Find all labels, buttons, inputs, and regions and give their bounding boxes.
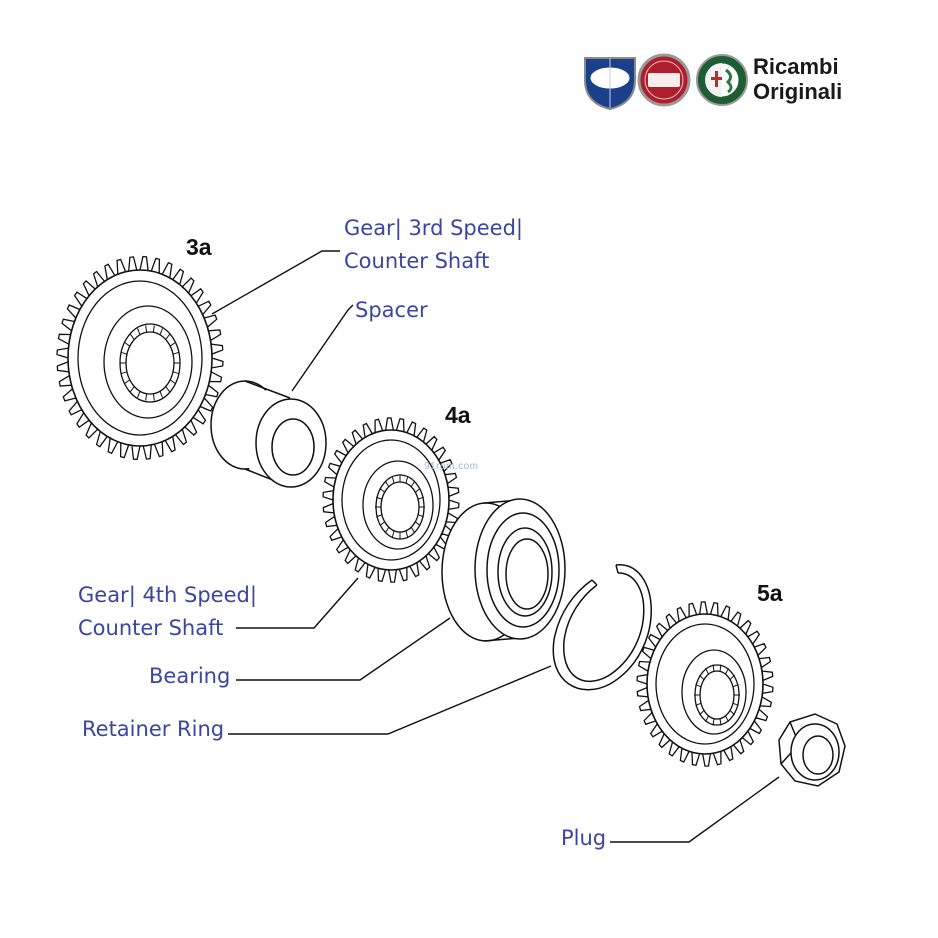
leader-line-plug (610, 776, 780, 843)
spline-tooth (384, 526, 390, 534)
alfa-romeo-roundel-logo (696, 54, 748, 106)
spline-tooth (124, 379, 131, 384)
spline-tooth (379, 521, 385, 527)
callout-gear-4th-line-2: Counter Shaft (78, 616, 224, 640)
spline-tooth (129, 386, 135, 392)
spline-tooth (159, 391, 163, 398)
spline-tooth (719, 718, 722, 726)
spline-tooth (379, 487, 385, 493)
spline-tooth (417, 496, 424, 500)
spline-tooth (391, 530, 395, 538)
part-number-4a: 4a (445, 402, 471, 428)
spline-tooth (145, 325, 148, 333)
spline-tooth (152, 325, 155, 333)
plug-nut (778, 713, 846, 787)
spline-tooth (732, 702, 739, 707)
spline-tooth (712, 718, 715, 726)
spline-tooth (145, 393, 148, 401)
spline-tooth (159, 328, 163, 335)
leader-line-gear-4th (236, 577, 359, 629)
brand-line-1: Ricambi (753, 54, 839, 79)
spline-tooth (415, 521, 421, 527)
spline-tooth (732, 683, 739, 688)
spline-tooth (417, 514, 424, 518)
leader-line-retainer-ring (228, 665, 552, 735)
spline-tooth (415, 487, 421, 493)
fiat-badge-logo (637, 53, 691, 107)
spline-tooth (165, 386, 171, 392)
spline-tooth (172, 371, 179, 375)
spline-tooth (391, 476, 395, 484)
callout-bearing: Bearing (149, 664, 231, 688)
spline-tooth (729, 710, 735, 716)
callout-gear-4th: Gear| 4th Speed| Counter Shaft (78, 579, 257, 645)
brand-title: Ricambi Originali (753, 54, 842, 104)
ball-bearing (441, 498, 566, 642)
spline-tooth (712, 664, 715, 672)
callout-gear-3rd-line-1: Gear| 3rd Speed| (344, 216, 523, 240)
spline-tooth (705, 667, 709, 675)
callout-spacer: Spacer (355, 298, 428, 322)
spline-tooth (129, 334, 135, 340)
part-number-5a: 5a (757, 580, 783, 606)
spline-tooth (169, 379, 176, 384)
spline-tooth (376, 496, 383, 500)
spline-tooth (699, 710, 705, 716)
spline-tooth (695, 702, 702, 707)
spline-tooth (152, 393, 155, 401)
spline-tooth (121, 371, 128, 375)
gear-5th-speed (636, 601, 774, 767)
spline-tooth (172, 351, 179, 355)
spline-tooth (376, 514, 383, 518)
leader-line-bearing (236, 617, 451, 681)
gear-4th-speed (322, 417, 460, 583)
spline-tooth (699, 674, 705, 680)
spline-tooth (384, 480, 390, 488)
gear-3rd-speed (56, 255, 224, 461)
spline-tooth (725, 667, 729, 675)
part-number-3a: 3a (186, 234, 212, 260)
callout-gear-3rd: Gear| 3rd Speed| Counter Shaft (344, 212, 523, 278)
callout-gear-4th-line-1: Gear| 4th Speed| (78, 583, 257, 607)
spline-tooth (137, 391, 141, 398)
callout-plug: Plug (561, 826, 607, 850)
spline-tooth (124, 342, 131, 347)
spline-tooth (121, 351, 128, 355)
spline-tooth (410, 480, 416, 488)
callout-gear-3rd-line-2: Counter Shaft (344, 249, 490, 273)
retainer-ring (552, 564, 652, 691)
lancia-shield-logo (584, 57, 636, 111)
spline-tooth (165, 334, 171, 340)
spline-tooth (169, 342, 176, 347)
brand-line-2: Originali (753, 79, 843, 104)
leader-lines (211, 250, 780, 843)
spline-tooth (405, 476, 409, 484)
leader-line-spacer (291, 304, 354, 392)
spline-tooth (405, 530, 409, 538)
spline-tooth (137, 328, 141, 335)
spline-tooth (719, 664, 722, 672)
leader-line-gear-3rd (211, 250, 340, 315)
callout-retainer-ring: Retainer Ring (82, 717, 225, 741)
watermark: 91rom.com (424, 461, 479, 472)
spline-tooth (705, 715, 709, 723)
spline-tooth (410, 526, 416, 534)
spline-tooth (729, 674, 735, 680)
spline-tooth (725, 715, 729, 723)
spline-tooth (695, 683, 702, 688)
spacer-sleeve (210, 378, 327, 491)
